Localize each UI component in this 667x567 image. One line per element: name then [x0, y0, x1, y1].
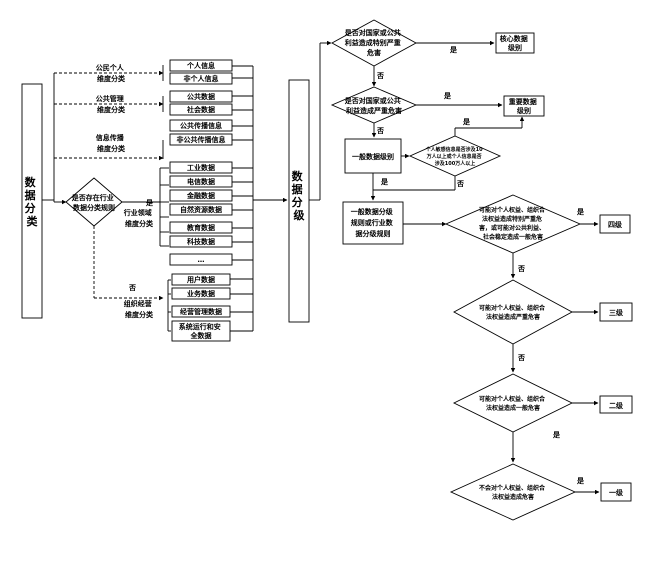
box-general-data-level-text: 一般数据级别: [352, 152, 394, 161]
box-nonpublic-info: [169, 133, 233, 146]
q2-yes-label: 是: [552, 430, 561, 439]
grading-decision-2: [330, 86, 418, 124]
grading-title: 数 据 分 级: [292, 169, 307, 222]
box-social-data-text: 社会数据: [186, 105, 215, 114]
grading-decision-1-text: 是否对国家或公共 利益造成特别严重 危害: [344, 28, 403, 57]
box-personal-info: [169, 59, 233, 72]
box-business-data: [171, 287, 231, 300]
dim-citizen-label: 公民个人 维度分类: [96, 63, 126, 83]
box-business-data-text: 业务数据: [187, 289, 215, 298]
box-ellipsis: [169, 253, 233, 266]
box-public-info-text: 公共传播信息: [180, 121, 222, 130]
question-level-2-text: 可能对个人权益、组织合 法权益造成一般危害: [479, 395, 547, 412]
grading-title-box: [288, 79, 310, 323]
classification-no-label: 否: [128, 284, 136, 292]
d3-no-label: 否: [456, 180, 464, 188]
question-level-2: [452, 373, 574, 433]
box-level-2: [599, 395, 633, 414]
box-social-data: [169, 103, 233, 116]
box-grading-rule-text: 一般数据分级 规则或行业数 据分级规则: [351, 207, 395, 238]
dim-info-label: 信息传播 维度分类: [96, 133, 126, 153]
box-public-data-text: 公共数据: [187, 92, 215, 101]
box-public-data: [169, 90, 233, 103]
box-finance-data-text: 金融数据: [186, 191, 215, 200]
box-level-3-text: 三级: [609, 308, 624, 317]
dim-industry-label: 行业领域 维度分类: [123, 208, 154, 228]
box-level-3: [599, 302, 633, 322]
industry-rule-decision-label: 是否存在行业 数据分类规则: [71, 193, 116, 212]
box-nonpersonal-info-text: 非个人信息: [184, 74, 219, 83]
classification-yes-label: 是: [145, 198, 154, 207]
grading-decision-2-text: 是否对国家或公共 利益造成严重危害: [344, 96, 403, 115]
box-important-data-level: [503, 95, 545, 117]
classification-title: 数 据 分 类: [25, 175, 40, 228]
box-industrial-data: [169, 161, 233, 174]
d2-no-label: 否: [376, 127, 384, 135]
box-level-1: [600, 482, 632, 502]
dim-org-label: 组织经营 维度分类: [124, 299, 154, 319]
box-nonpublic-info-text: 非公共传播信息: [177, 135, 226, 144]
classification-title-box: [21, 83, 43, 319]
d1-yes-label: 是: [449, 45, 458, 54]
box-level-4: [599, 214, 631, 234]
box-natural-resource-data-text: 自然资源数据: [180, 205, 222, 214]
box-user-data-text: 用户数据: [187, 275, 215, 284]
dim-public-label: 公共管理 维度分类: [96, 94, 126, 114]
box-core-data-level-text: 核心数据 级别: [500, 34, 530, 52]
box-grading-rule: [342, 201, 404, 245]
box-level-4-text: 四级: [608, 220, 623, 229]
d2-yes-label: 是: [443, 91, 452, 100]
general-yes-label: 是: [380, 177, 389, 186]
box-general-data-level: [344, 138, 402, 174]
question-level-4-text: 可能对个人权益、组织合 法权益造成特别严重危 害，或可能对公共利益、 社会稳定造…: [479, 206, 547, 241]
q3-no-label: 否: [517, 354, 525, 362]
grading-decision-3-text: 个人敏感信息是否涉及10 万人以上或个人信息是否 涉及100万人以上: [425, 146, 485, 167]
box-science-data-text: 科技数据: [187, 237, 215, 246]
box-science-data: [169, 235, 233, 248]
box-education-data-text: 教育数据: [186, 223, 215, 232]
box-core-data-level: [495, 32, 535, 54]
box-user-data: [171, 273, 231, 286]
d3-yes-label: 是: [462, 117, 471, 126]
box-level-2-text: 二级: [609, 401, 624, 410]
box-public-info: [169, 119, 233, 132]
q1-yes-label: 是: [576, 476, 585, 485]
industry-rule-decision: [65, 177, 123, 227]
box-system-security-data-text: 系统运行和安 全数据: [179, 322, 223, 340]
box-important-data-level-text: 重要数据 级别: [509, 97, 539, 115]
box-level-1-text: 一级: [609, 488, 624, 497]
box-nonpersonal-info: [169, 72, 233, 85]
question-level-4: [444, 194, 582, 254]
question-level-1-text: 不会对个人权益、组织合 法权益造成危害: [479, 484, 547, 501]
question-level-3: [453, 279, 573, 345]
box-telecom-data-text: 电信数据: [187, 177, 215, 186]
question-level-3-text: 可能对个人权益、组织合 法权益造成严重危害: [479, 304, 547, 321]
box-finance-data: [169, 189, 233, 202]
d1-no-label: 否: [376, 72, 384, 80]
box-ellipsis-text: …: [198, 256, 205, 264]
q4-yes-label: 是: [576, 207, 585, 216]
question-level-1: [449, 463, 577, 521]
box-natural-resource-data: [169, 203, 233, 216]
box-personal-info-text: 个人信息: [186, 61, 215, 70]
box-industrial-data-text: 工业数据: [187, 163, 215, 172]
box-telecom-data: [169, 175, 233, 188]
q4-no-label: 否: [517, 265, 525, 273]
box-management-data: [171, 305, 231, 318]
box-management-data-text: 经营管理数据: [180, 307, 222, 316]
box-education-data: [169, 221, 233, 234]
